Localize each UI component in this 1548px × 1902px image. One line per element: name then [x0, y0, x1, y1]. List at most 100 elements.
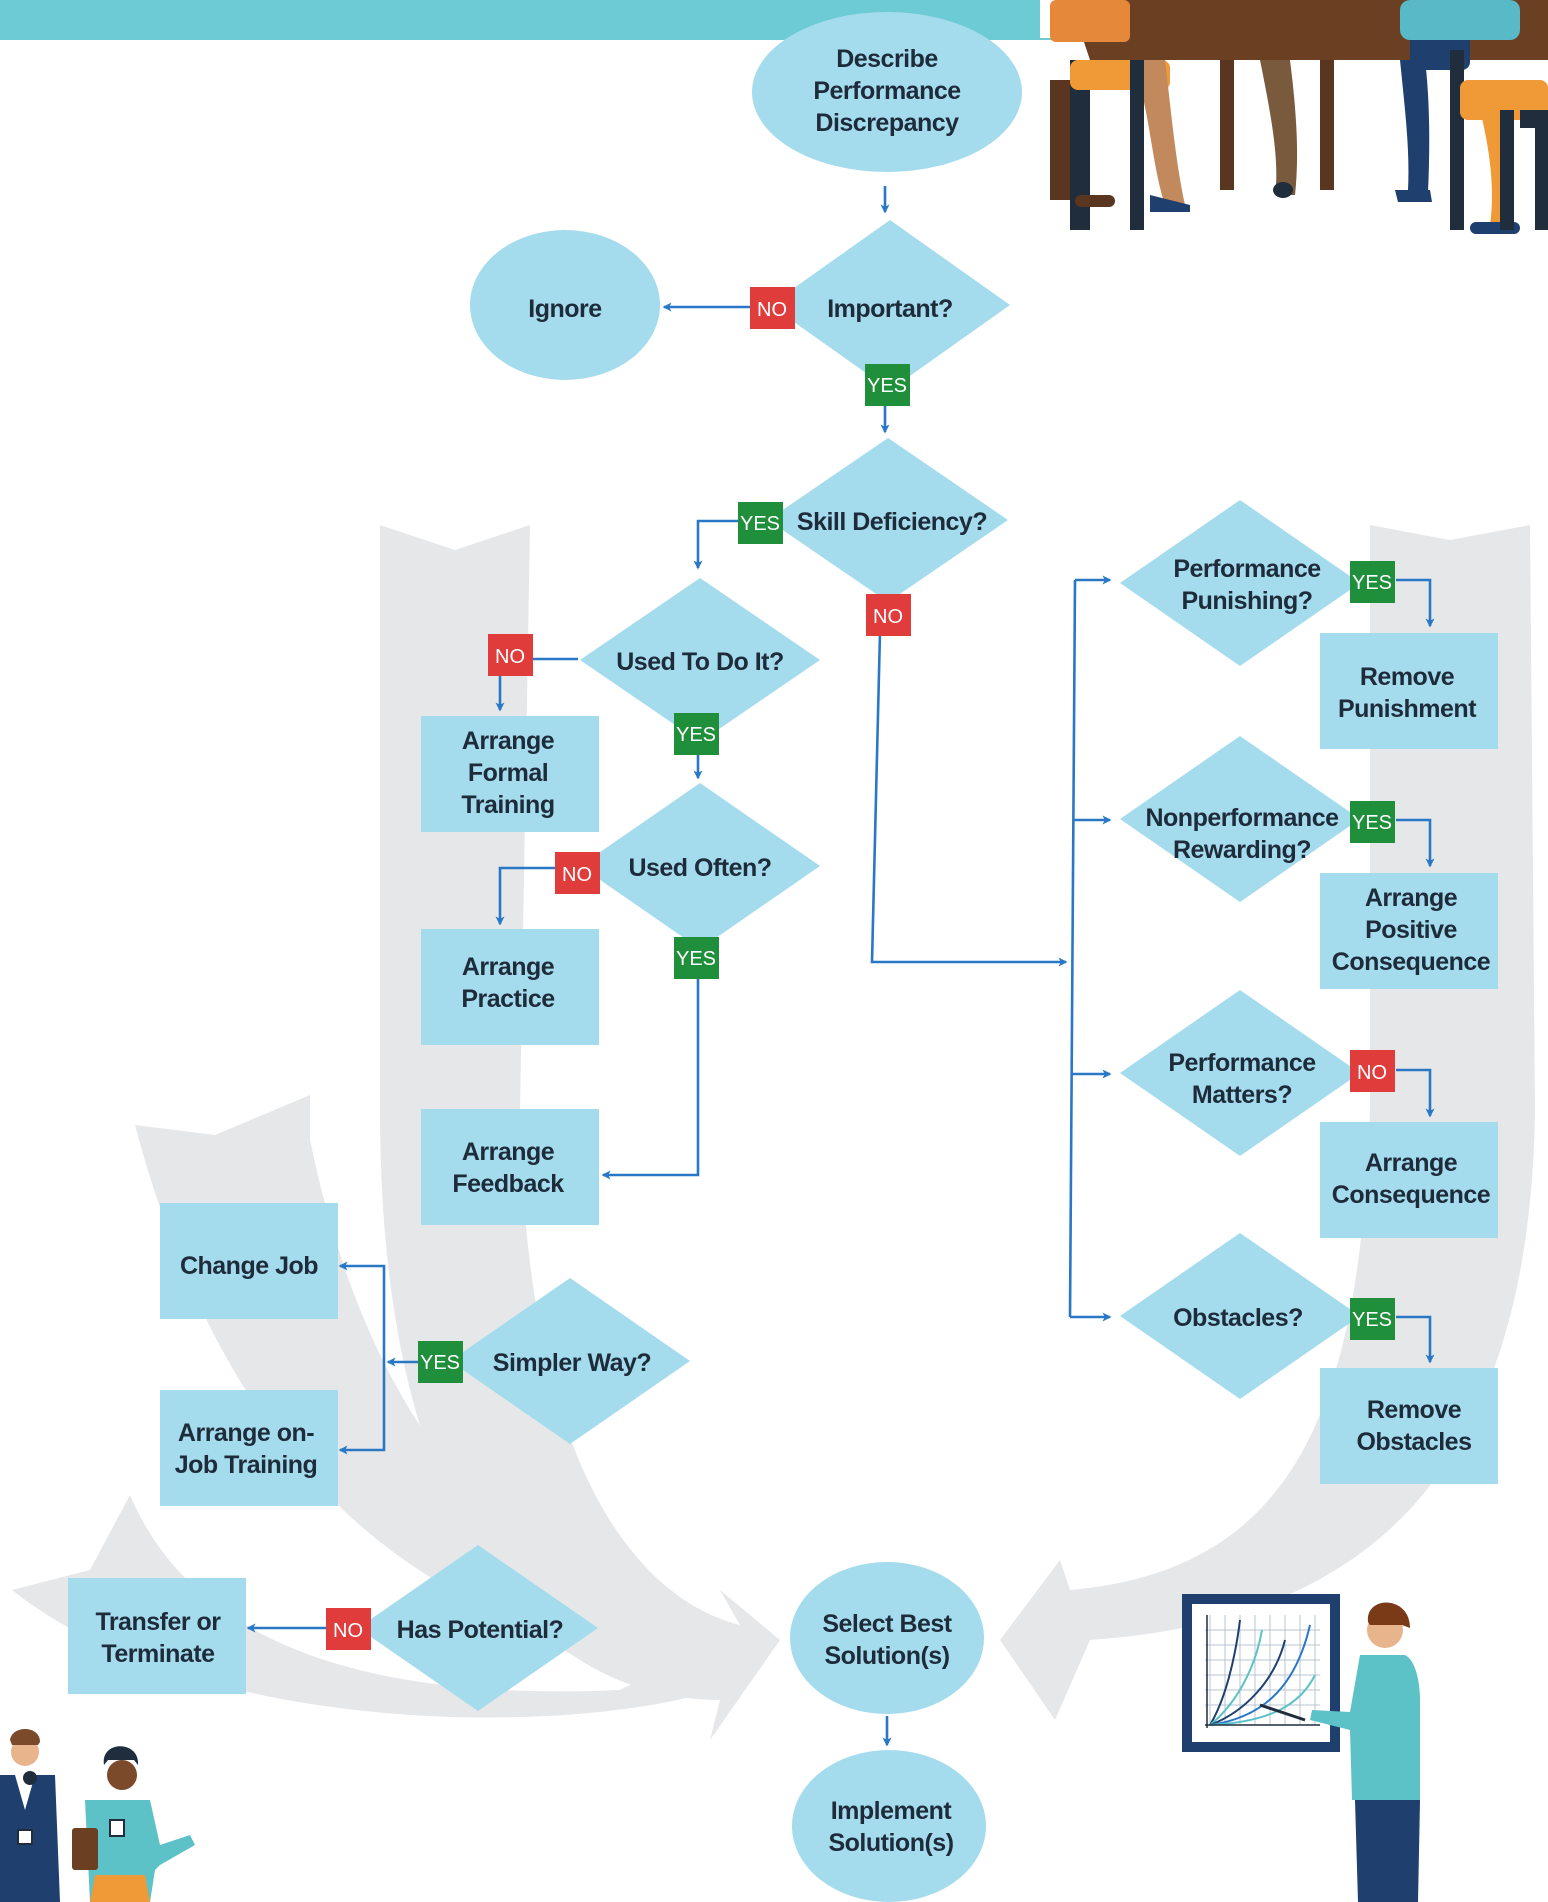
svg-text:YES: YES: [1352, 572, 1392, 594]
badge-used-often-yes: YES: [674, 937, 719, 979]
node-performance-punishing-line-2: Punishing?: [1181, 587, 1312, 615]
node-formal-training-line-2: Formal: [468, 759, 548, 787]
node-simpler-way: Simpler Way?: [450, 1278, 690, 1444]
node-performance-punishing-line-1: Performance: [1173, 555, 1321, 583]
node-has-potential-label: Has Potential?: [397, 1616, 564, 1644]
node-obstacles: Obstacles?: [1120, 1233, 1360, 1399]
svg-text:NO: NO: [495, 646, 525, 668]
node-remove-obstacles-line-2: Obstacles: [1356, 1428, 1471, 1456]
node-arrange-feedback-line-1: Arrange: [462, 1138, 555, 1166]
badge-used-to-no: NO: [488, 634, 533, 676]
node-simpler-way-label: Simpler Way?: [493, 1349, 651, 1377]
node-performance-matters: Performance Matters?: [1120, 990, 1360, 1156]
node-arrange-practice-line-2: Practice: [461, 985, 555, 1013]
node-nonperformance-rewarding: Nonperformance Rewarding?: [1120, 736, 1360, 902]
badge-matters-no: NO: [1350, 1050, 1395, 1092]
node-describe-line-3: Discrepancy: [815, 109, 959, 137]
badge-used-often-no: NO: [555, 852, 600, 894]
node-select-best-line-2: Solution(s): [824, 1642, 949, 1670]
arrow-usedoften-to-feedback: [601, 978, 700, 1180]
badge-skill-no: NO: [866, 594, 911, 636]
badge-important-yes: YES: [865, 364, 910, 406]
node-transfer-terminate-line-1: Transfer or: [95, 1608, 221, 1636]
node-formal-training: Arrange Formal Training: [421, 716, 599, 832]
node-arrange-feedback: Arrange Feedback: [421, 1109, 599, 1225]
node-performance-punishing: Performance Punishing?: [1120, 500, 1360, 666]
svg-text:NO: NO: [562, 864, 592, 886]
node-important-label: Important?: [827, 295, 953, 323]
badge-simpler-yes: YES: [418, 1341, 463, 1383]
node-select-best-line-1: Select Best: [822, 1610, 952, 1638]
node-change-job: Change Job: [160, 1203, 338, 1319]
node-describe-line-2: Performance: [813, 77, 961, 105]
node-positive-consequence-line-1: Arrange: [1365, 884, 1458, 912]
node-implement-line-1: Implement: [831, 1797, 953, 1825]
meeting-table-illustration: [1040, 0, 1548, 234]
node-ignore-label: Ignore: [528, 295, 602, 323]
node-formal-training-line-1: Arrange: [462, 727, 555, 755]
svg-text:YES: YES: [867, 375, 907, 397]
background-arrows: [12, 525, 1535, 1740]
node-select-best: Select Best Solution(s): [790, 1562, 984, 1714]
node-on-job-training: Arrange on- Job Training: [160, 1390, 338, 1506]
node-describe-line-1: Describe: [836, 45, 938, 73]
node-important: Important?: [770, 220, 1010, 390]
arrow-simpler-to-change-job: [338, 1261, 386, 1362]
node-used-often-label: Used Often?: [628, 854, 771, 882]
node-arrange-practice: Arrange Practice: [421, 929, 599, 1045]
node-obstacles-label: Obstacles?: [1173, 1304, 1303, 1332]
svg-text:YES: YES: [676, 724, 716, 746]
svg-text:YES: YES: [1352, 1309, 1392, 1331]
svg-text:YES: YES: [1352, 812, 1392, 834]
right-bus-line: [1068, 579, 1077, 1318]
node-arrange-consequence-line-2: Consequence: [1332, 1181, 1491, 1209]
arrow-punishing-to-remove: [1396, 578, 1435, 628]
badge-obstacles-yes: YES: [1350, 1298, 1395, 1340]
node-transfer-terminate: Transfer or Terminate: [68, 1578, 246, 1694]
badge-skill-yes: YES: [738, 502, 783, 544]
node-change-job-label: Change Job: [180, 1252, 318, 1280]
svg-text:NO: NO: [757, 299, 787, 321]
node-transfer-terminate-line-2: Terminate: [101, 1640, 215, 1668]
node-arrange-consequence-line-1: Arrange: [1365, 1149, 1458, 1177]
node-nonperformance-rewarding-line-1: Nonperformance: [1145, 804, 1339, 832]
node-remove-obstacles-line-1: Remove: [1367, 1396, 1462, 1424]
node-performance-matters-line-1: Performance: [1168, 1049, 1316, 1077]
badge-potential-no: NO: [326, 1608, 371, 1650]
node-used-to-do-it-label: Used To Do It?: [616, 648, 784, 676]
node-arrange-feedback-line-2: Feedback: [452, 1170, 564, 1198]
node-skill-deficiency: Skill Deficiency?: [768, 438, 1008, 602]
arrow-simpler-to-on-job: [338, 1362, 386, 1455]
node-used-to-do-it: Used To Do It?: [580, 578, 820, 742]
badge-rewarding-yes: YES: [1350, 801, 1395, 843]
node-on-job-training-line-1: Arrange on-: [178, 1419, 314, 1447]
node-performance-matters-line-2: Matters?: [1192, 1081, 1292, 1109]
svg-text:YES: YES: [676, 948, 716, 970]
badge-important-no: NO: [750, 287, 795, 329]
node-used-often: Used Often?: [580, 783, 820, 949]
node-remove-punishment-line-1: Remove: [1360, 663, 1455, 691]
node-formal-training-line-3: Training: [461, 791, 554, 819]
node-positive-consequence: Arrange Positive Consequence: [1320, 873, 1498, 989]
node-positive-consequence-line-3: Consequence: [1332, 948, 1491, 976]
two-presenters-illustration: [0, 1728, 195, 1902]
svg-text:YES: YES: [740, 513, 780, 535]
node-remove-obstacles: Remove Obstacles: [1320, 1368, 1498, 1484]
arrow-usedoften-to-practice: [495, 866, 555, 926]
node-describe: Describe Performance Discrepancy: [752, 12, 1022, 172]
svg-text:NO: NO: [1357, 1062, 1387, 1084]
arrow-skill-no-to-right: [870, 631, 1068, 967]
arrow-skill-to-used-to: [693, 519, 738, 570]
node-has-potential: Has Potential?: [358, 1545, 598, 1711]
node-remove-punishment: Remove Punishment: [1320, 633, 1498, 749]
decision-badges: NO YES YES NO NO YES NO YES YES YES NO Y…: [326, 287, 1395, 1650]
node-arrange-consequence: Arrange Consequence: [1320, 1122, 1498, 1238]
node-arrange-practice-line-1: Arrange: [462, 953, 555, 981]
arrow-matters-to-consequence: [1396, 1068, 1435, 1118]
node-skill-deficiency-label: Skill Deficiency?: [797, 508, 987, 536]
badge-used-to-yes: YES: [674, 713, 719, 755]
badge-punishing-yes: YES: [1350, 561, 1395, 603]
node-ignore: Ignore: [470, 230, 660, 380]
node-implement: Implement Solution(s): [792, 1750, 986, 1902]
